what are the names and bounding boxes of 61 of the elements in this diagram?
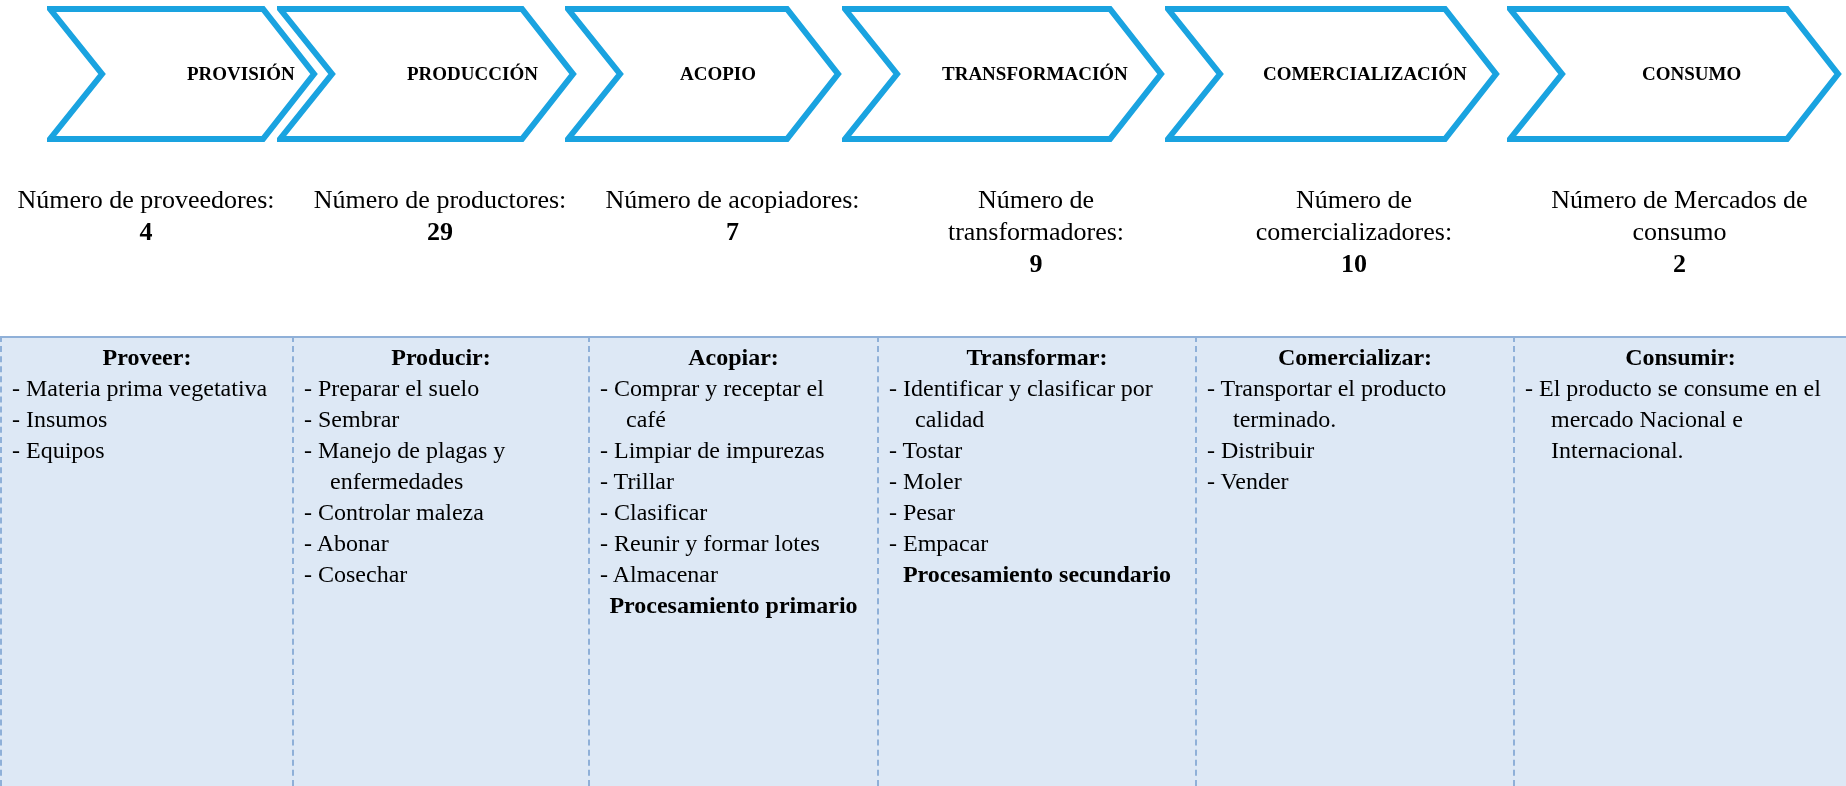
activity-panel [1195, 336, 1513, 786]
stage-label: PRODUCCIÓN [407, 63, 538, 85]
activity-heading: Acopiar: [687, 343, 780, 372]
list-item: - Cosechar [304, 560, 409, 589]
stage-label: ACOPIO [680, 63, 756, 85]
list-item: - Preparar el suelo [304, 374, 481, 403]
chevron-shape [1165, 6, 1500, 142]
count-caption: Número de Mercados de consumo [1550, 184, 1809, 248]
count-value: 9 [1028, 248, 1044, 280]
list-item: - Empacar [889, 529, 990, 558]
count-caption: Número de transformadores: [946, 184, 1126, 248]
chevron-shape [565, 6, 842, 142]
list-item: - Sembrar [304, 405, 401, 434]
activity-panel [0, 336, 292, 786]
list-item: - Pesar [889, 498, 956, 527]
count-caption: Número de comercializadores: [1254, 184, 1454, 248]
activity-heading: Consumir: [1624, 343, 1737, 372]
list-item: - Reunir y formar lotes [600, 529, 821, 558]
count-value: 4 [138, 216, 154, 248]
stage-label: PROVISIÓN [187, 63, 295, 85]
chevron-shape [842, 6, 1165, 142]
activity-heading: Comercializar: [1276, 343, 1434, 372]
activity-heading: Transformar: [965, 343, 1109, 372]
list-item: - Tostar [889, 436, 964, 465]
list-item: - Materia prima vegetativa [12, 374, 269, 403]
activity-heading: Proveer: [101, 343, 193, 372]
list-item: - Distribuir [1207, 436, 1316, 465]
activity-panel [877, 336, 1195, 786]
list-item: - Equipos [12, 436, 106, 465]
list-item: - El producto se consume en el mercado Nacional e Internacional. [1525, 374, 1822, 465]
count-caption: Número de acopiadores: [604, 184, 861, 216]
list-item: - Clasificar [600, 498, 709, 527]
list-item: - Abonar [304, 529, 390, 558]
chevron-shape [1507, 6, 1842, 142]
list-item: - Trillar [600, 467, 675, 496]
list-item: - Insumos [12, 405, 109, 434]
count-caption: Número de proveedores: [16, 184, 276, 216]
list-item: - Moler [889, 467, 963, 496]
activity-panel [292, 336, 588, 786]
list-item: - Transportar el producto terminado. [1207, 374, 1448, 434]
stage-note: Procesamiento secundario [901, 560, 1173, 589]
count-value: 29 [426, 216, 454, 248]
activity-panel [1513, 336, 1846, 786]
count-value: 7 [725, 216, 740, 248]
activity-panel [588, 336, 877, 786]
list-item: - Identificar y clasificar por calidad [889, 374, 1154, 434]
stage-note: Procesamiento primario [608, 591, 859, 620]
list-item: - Controlar maleza [304, 498, 485, 527]
count-value: 2 [1672, 248, 1687, 280]
list-item: - Comprar y receptar el café [600, 374, 825, 434]
list-item: - Vender [1207, 467, 1290, 496]
list-item: - Manejo de plagas y enfermedades [304, 436, 507, 496]
list-item: - Limpiar de impurezas [600, 436, 826, 465]
stage-label: COMERCIALIZACIÓN [1263, 63, 1467, 85]
activity-heading: Producir: [390, 343, 492, 372]
count-value: 10 [1340, 248, 1368, 280]
stage-label: TRANSFORMACIÓN [942, 63, 1128, 85]
count-caption: Número de productores: [312, 184, 568, 216]
list-item: - Almacenar [600, 560, 719, 589]
stage-label: CONSUMO [1642, 63, 1742, 85]
chevron-shape [47, 6, 318, 142]
